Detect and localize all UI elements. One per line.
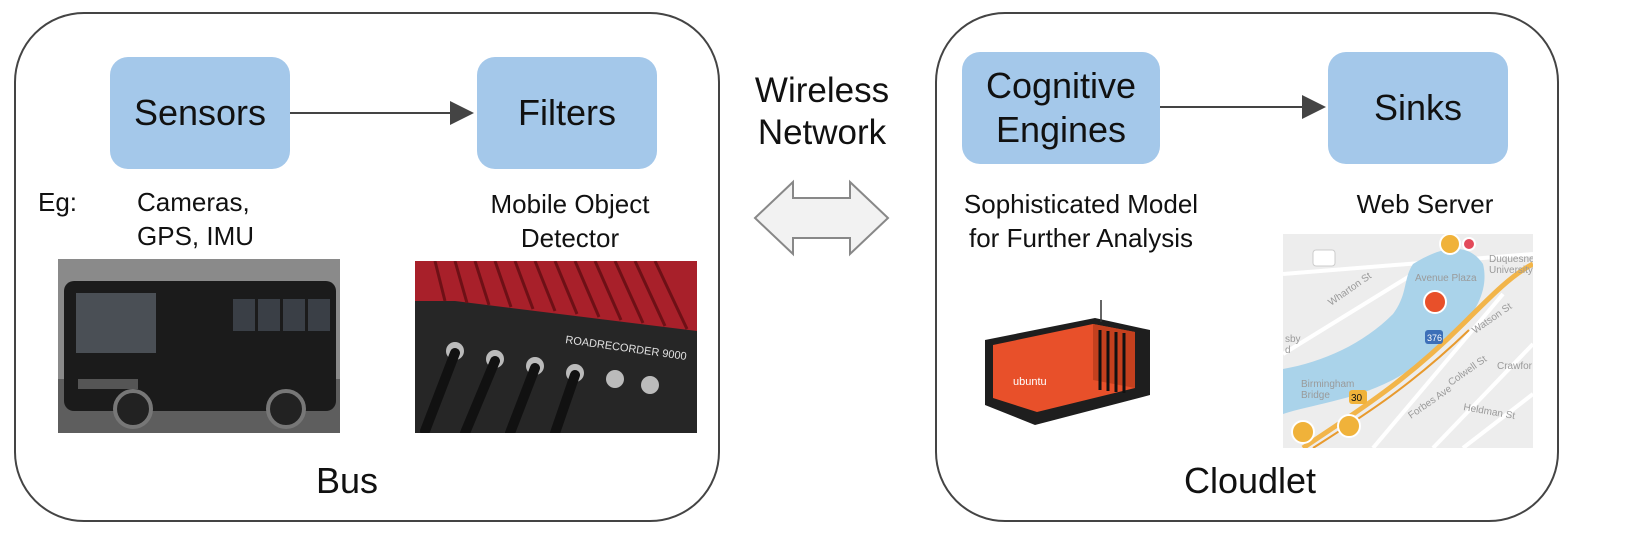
bus-title: Bus <box>315 460 379 501</box>
filter-examples: Mobile Object Detector <box>490 189 650 253</box>
sink-examples: Web Server <box>1356 189 1494 219</box>
bus-photo <box>58 259 340 433</box>
sensors-label: Sensors <box>133 92 267 133</box>
recorder-photo: ROADRECORDER 9000 <box>415 261 697 433</box>
cognitive-engines-node: Cognitive Engines <box>962 52 1160 164</box>
cloudlet-device-photo: ubuntu <box>975 300 1160 430</box>
map-badge-number: 30 <box>1351 393 1363 404</box>
sinks-label: Sinks <box>1373 87 1463 128</box>
sensors-node: Sensors <box>110 57 290 169</box>
filters-label: Filters <box>518 92 616 133</box>
engine-examples: Sophisticated Model for Further Analysis <box>963 189 1199 253</box>
eg-label: Eg: <box>38 187 78 217</box>
map-route-number: 376 <box>1427 333 1442 343</box>
web-server-map: Wharton St Forbes Ave Colwell St Watson … <box>1283 234 1533 448</box>
wireless-double-arrow <box>753 179 890 257</box>
map-street-5: Crawfor <box>1497 361 1533 372</box>
sinks-node: Sinks <box>1328 52 1508 164</box>
filters-node: Filters <box>477 57 657 169</box>
cognitive-engines-label: Cognitive Engines <box>985 65 1137 150</box>
sensor-examples: Cameras, GPS, IMU <box>137 187 255 251</box>
cloudlet-title: Cloudlet <box>1183 460 1317 501</box>
map-area-2: Avenue Plaza <box>1415 273 1477 284</box>
wireless-network-label: Wireless Network <box>754 71 890 152</box>
device-brand: ubuntu <box>1013 376 1047 388</box>
